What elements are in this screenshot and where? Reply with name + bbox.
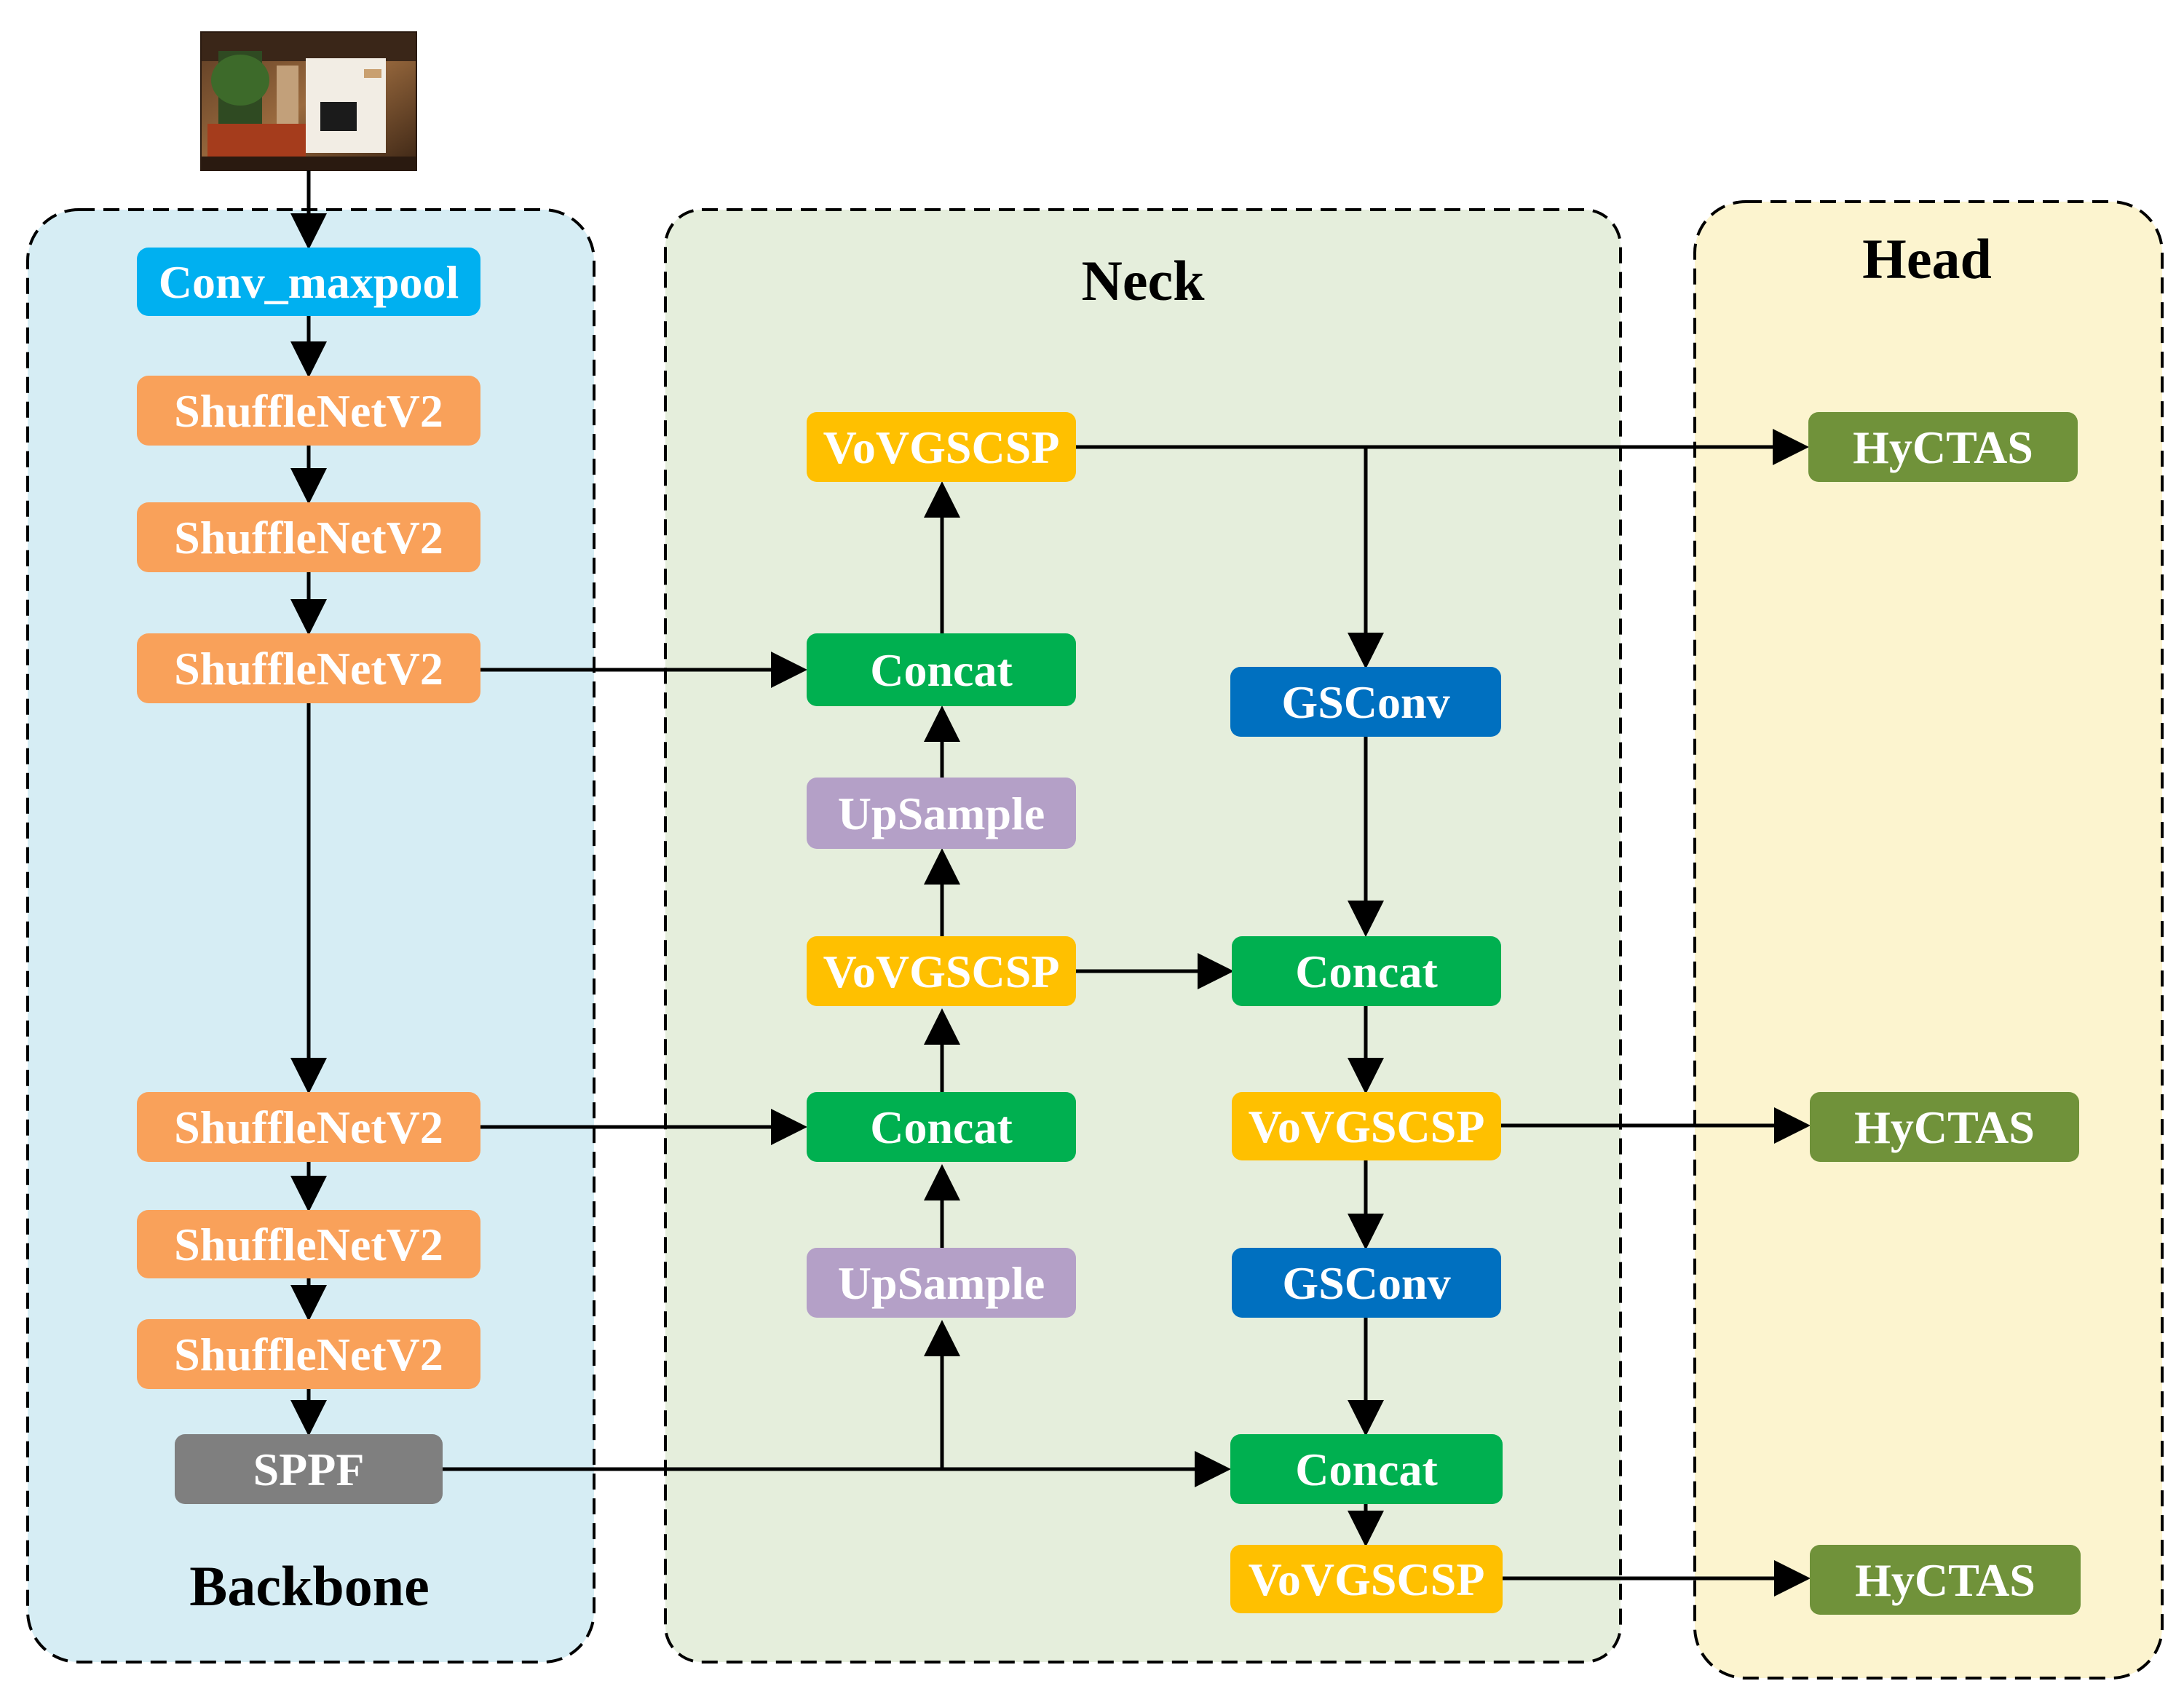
shufflenet-label-2: ShuffleNetV2 — [174, 512, 443, 563]
conv-maxpool-label: Conv_maxpool — [159, 256, 459, 308]
input-image — [200, 31, 417, 171]
head-panel — [1693, 200, 2164, 1680]
concat-1-box — [807, 633, 1076, 706]
concat-3-box — [1232, 936, 1501, 1006]
shufflenet-label-1: ShuffleNetV2 — [174, 385, 443, 437]
concat-3-block: Concat — [1232, 936, 1501, 1006]
hyctas-1-box — [1808, 412, 2078, 482]
vovgscsp-mid-label: VoVGSCSP — [823, 946, 1060, 997]
gsconv-2-block: GSConv — [1232, 1248, 1501, 1318]
concat-2-label: Concat — [870, 1101, 1013, 1153]
shufflenet-block-3: ShuffleNetV2 — [137, 633, 480, 703]
upsample-2-box — [807, 1248, 1076, 1318]
shufflenet-label-3: ShuffleNetV2 — [174, 643, 443, 695]
hyctas-3-block: HyCTAS — [1810, 1545, 2081, 1615]
shufflenet-box-5 — [137, 1210, 480, 1278]
hyctas-1-label: HyCTAS — [1853, 422, 2033, 473]
shufflenet-block-1: ShuffleNetV2 — [137, 376, 480, 446]
hyctas-3-label: HyCTAS — [1855, 1554, 2035, 1606]
shufflenet-box-1 — [137, 376, 480, 446]
concat-4-box — [1230, 1434, 1503, 1504]
shufflenet-block-6: ShuffleNetV2 — [137, 1319, 480, 1389]
shufflenet-box-2 — [137, 502, 480, 572]
gsconv-2-label: GSConv — [1282, 1257, 1450, 1309]
vovgscsp-right-1-label: VoVGSCSP — [1249, 1101, 1485, 1152]
shufflenet-box-6 — [137, 1319, 480, 1389]
hyctas-2-label: HyCTAS — [1854, 1101, 2035, 1153]
hyctas-3-box — [1810, 1545, 2081, 1615]
upsample-2-block: UpSample — [807, 1248, 1076, 1318]
upsample-1-block: UpSample — [807, 778, 1076, 849]
neck-title: Neck — [1082, 249, 1206, 312]
hyctas-1-block: HyCTAS — [1808, 412, 2078, 482]
vovgscsp-mid-box — [807, 936, 1076, 1006]
shufflenet-box-3 — [137, 633, 480, 703]
gsconv-1-box — [1230, 667, 1501, 737]
shufflenet-block-5: ShuffleNetV2 — [137, 1210, 480, 1278]
hyctas-2-box — [1810, 1092, 2079, 1162]
upsample-2-label: UpSample — [838, 1257, 1045, 1309]
edges — [290, 170, 1811, 1597]
sppf-block: SPPF — [175, 1434, 443, 1504]
backbone-title: Backbone — [189, 1554, 429, 1618]
upsample-1-label: UpSample — [838, 788, 1045, 839]
concat-4-block: Concat — [1230, 1434, 1503, 1504]
concat-1-block: Concat — [807, 633, 1076, 706]
shufflenet-box-4 — [137, 1092, 480, 1162]
conv-maxpool-block: Conv_maxpool — [137, 248, 480, 316]
gsconv-1-label: GSConv — [1281, 676, 1449, 728]
sppf-box — [175, 1434, 443, 1504]
hyctas-2-block: HyCTAS — [1810, 1092, 2079, 1162]
concat-2-box — [807, 1092, 1076, 1162]
shufflenet-block-4: ShuffleNetV2 — [137, 1092, 480, 1162]
vovgscsp-right-2-block: VoVGSCSP — [1230, 1545, 1503, 1613]
concat-1-label: Concat — [870, 644, 1013, 696]
gsconv-2-box — [1232, 1248, 1501, 1318]
shufflenet-label-4: ShuffleNetV2 — [174, 1101, 443, 1153]
vovgscsp-right-1-block: VoVGSCSP — [1232, 1092, 1501, 1160]
sppf-label: SPPF — [253, 1444, 365, 1495]
vovgscsp-right-1-box — [1232, 1092, 1501, 1160]
vovgscsp-top-block: VoVGSCSP — [807, 412, 1076, 482]
gsconv-1-block: GSConv — [1230, 667, 1501, 737]
shufflenet-label-6: ShuffleNetV2 — [174, 1329, 443, 1380]
shufflenet-block-2: ShuffleNetV2 — [137, 502, 480, 572]
upsample-1-box — [807, 778, 1076, 849]
concat-4-label: Concat — [1295, 1444, 1438, 1495]
vovgscsp-right-2-box — [1230, 1545, 1503, 1613]
vovgscsp-right-2-label: VoVGSCSP — [1249, 1554, 1485, 1605]
vovgscsp-mid-block: VoVGSCSP — [807, 936, 1076, 1006]
backbone-panel — [26, 208, 596, 1664]
head-title: Head — [1862, 227, 1992, 290]
vovgscsp-top-label: VoVGSCSP — [823, 422, 1060, 473]
concat-2-block: Concat — [807, 1092, 1076, 1162]
concat-3-label: Concat — [1295, 946, 1438, 997]
vovgscsp-top-box — [807, 412, 1076, 482]
conv-maxpool-box — [137, 248, 480, 316]
shufflenet-label-5: ShuffleNetV2 — [174, 1219, 443, 1270]
